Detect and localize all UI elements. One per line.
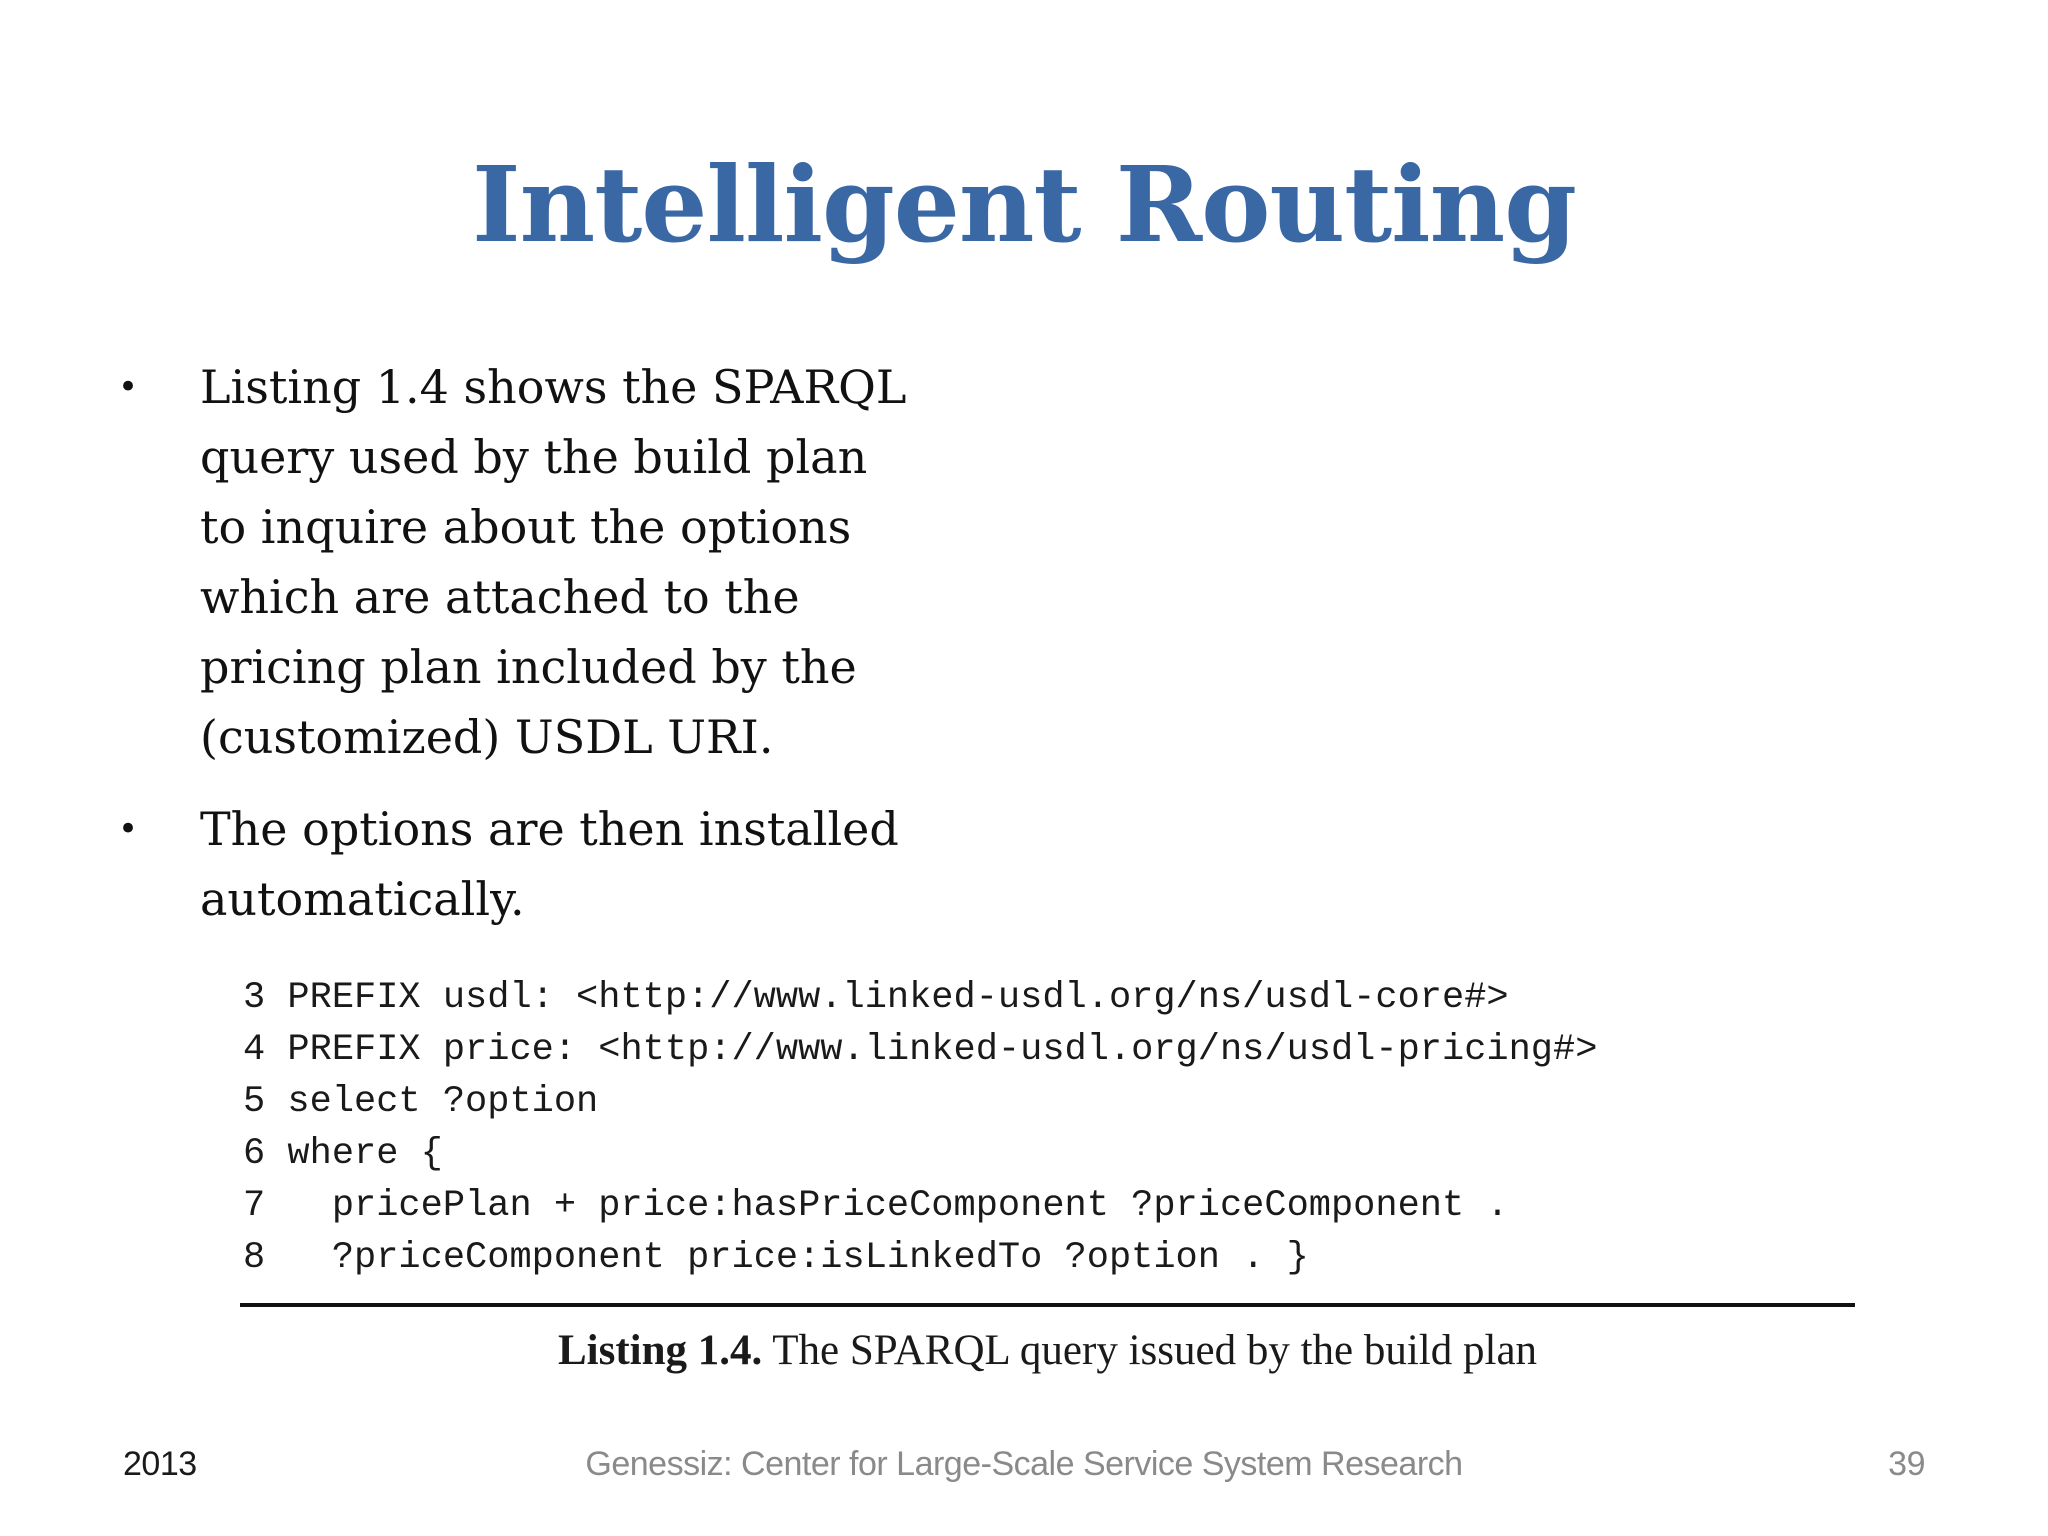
footer-center-text: Genessiz: Center for Large-Scale Service…: [585, 1445, 1463, 1483]
footer: 2013 Genessiz: Center for Large-Scale Se…: [0, 1445, 2048, 1495]
bullet-marker-icon: •: [118, 809, 139, 849]
footer-year: 2013: [123, 1445, 197, 1483]
listing-caption-label: Listing 1.4.: [557, 1327, 763, 1374]
bullet-marker-icon: •: [118, 367, 139, 407]
footer-page-number: 39: [1888, 1445, 1925, 1483]
code-listing: 3 PREFIX usdl: <http://www.linked-usdl.o…: [243, 977, 1598, 1279]
listing-caption: Listing 1.4. The SPARQL query issued by …: [240, 1326, 1855, 1375]
bullet-list: • Listing 1.4 shows the SPARQL query used…: [118, 352, 998, 956]
listing-caption-text: The SPARQL query issued by the build pla…: [762, 1327, 1538, 1374]
bullet-text: Listing 1.4 shows the SPARQL query used …: [200, 360, 907, 764]
page-title: Intelligent Routing: [471, 143, 1577, 266]
listing-divider: [240, 1303, 1855, 1307]
bullet-item: • The options are then installed automati…: [118, 794, 998, 934]
bullet-text: The options are then installed automatic…: [200, 802, 899, 926]
bullet-item: • Listing 1.4 shows the SPARQL query used…: [118, 352, 998, 772]
